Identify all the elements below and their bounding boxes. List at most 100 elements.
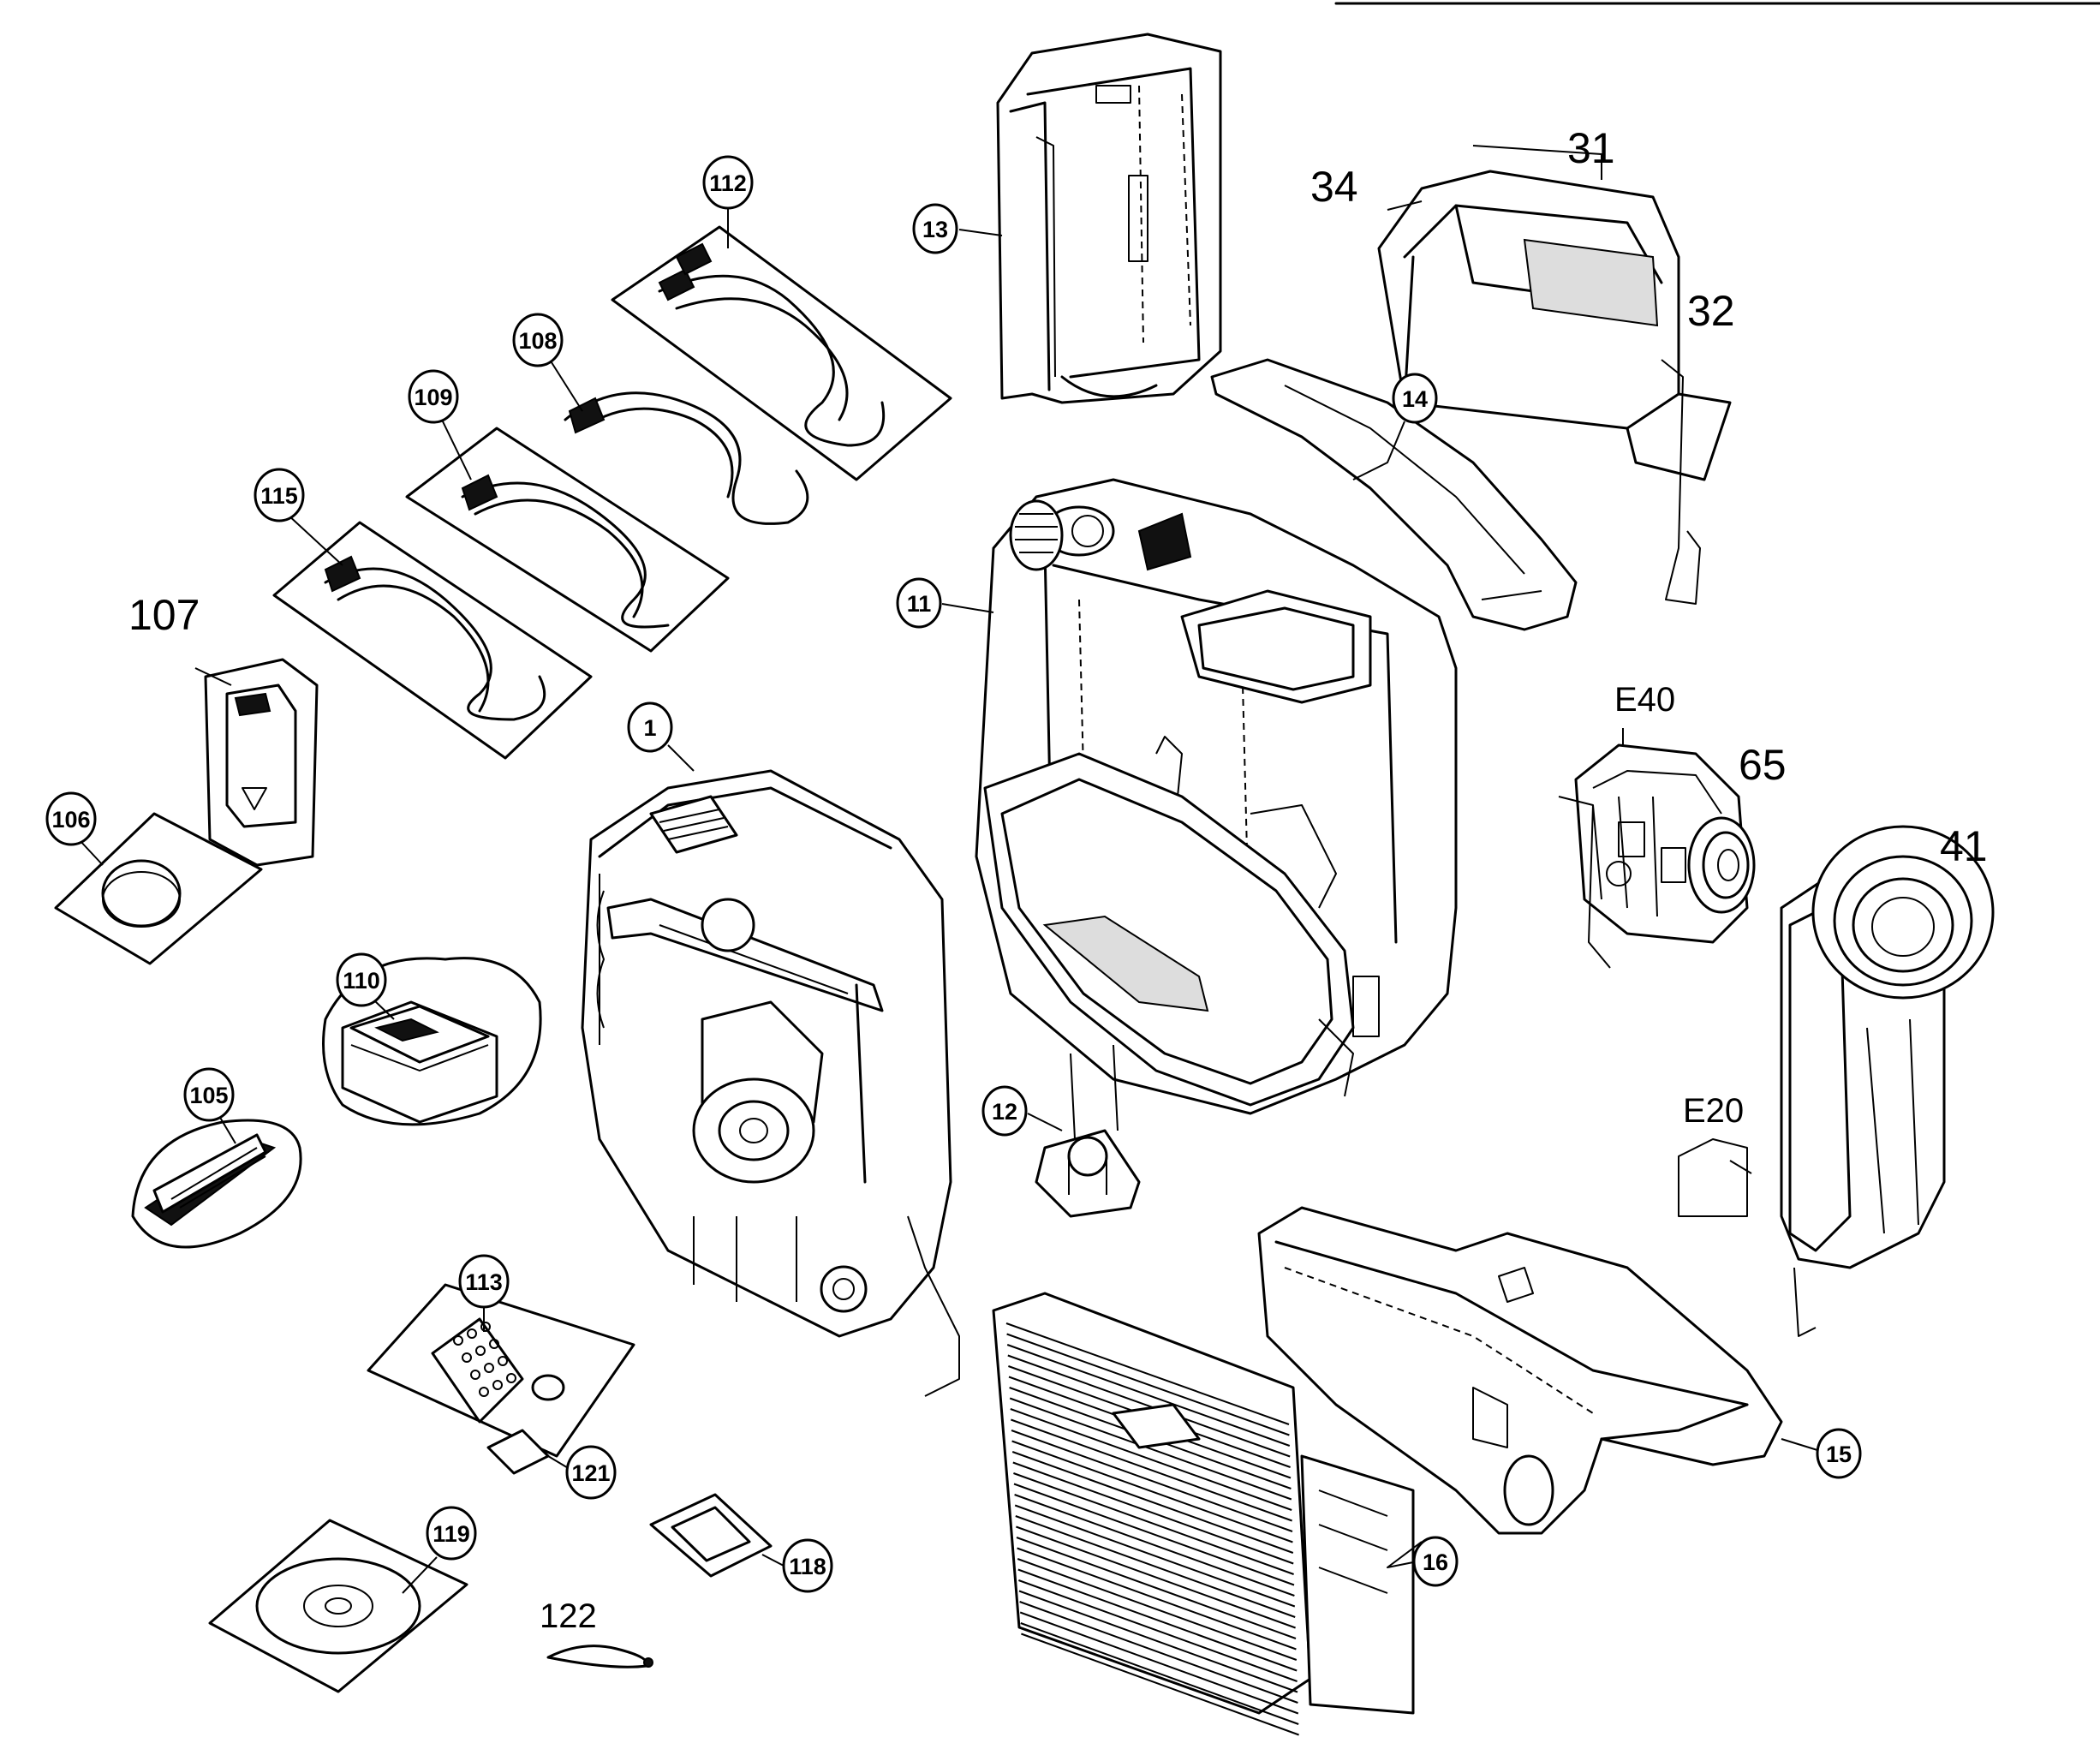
label-31: 31 xyxy=(1567,124,1615,172)
accessory-108-cable xyxy=(564,391,809,525)
callout-118: 118 xyxy=(782,1538,833,1593)
label-107: 107 xyxy=(128,591,200,639)
accessory-118-memory-card xyxy=(649,1493,773,1578)
label-E20: E20 xyxy=(1683,1092,1744,1130)
callout-13-label: 13 xyxy=(922,217,948,242)
callout-113: 113 xyxy=(458,1254,510,1309)
remote-key xyxy=(489,1339,499,1349)
part-41-front-cover xyxy=(1678,825,1995,1337)
label-E40: E40 xyxy=(1614,681,1675,719)
remote-key xyxy=(475,1346,486,1356)
remote-key xyxy=(480,1322,491,1332)
accessory-110-charger xyxy=(322,957,542,1126)
label-32: 32 xyxy=(1687,287,1735,335)
grille-slat xyxy=(1014,1494,1295,1597)
callout-110: 110 xyxy=(336,952,387,1007)
accessory-115-cable xyxy=(272,521,593,760)
callout-11-label: 11 xyxy=(907,591,932,617)
callout-13: 13 xyxy=(912,203,958,254)
callout-14-label: 14 xyxy=(1402,386,1428,412)
grille-slat xyxy=(1011,1451,1294,1554)
accessory-106-coin-battery xyxy=(54,812,263,965)
callout-110-label: 110 xyxy=(343,968,380,994)
accessory-119-cd xyxy=(208,1519,468,1693)
grille-slat xyxy=(1017,1558,1298,1661)
grille-slat xyxy=(1019,1611,1299,1715)
accessory-113-remote xyxy=(367,1283,635,1475)
grille-slat xyxy=(1006,1344,1291,1447)
callout-layer: 13 14 11 1 12 15 16 112 108 109 115 106 … xyxy=(45,155,1862,1593)
grille-slat xyxy=(1012,1461,1294,1565)
grille-slat xyxy=(1016,1525,1296,1629)
callout-109: 109 xyxy=(408,369,459,424)
label-122: 122 xyxy=(540,1597,597,1635)
callout-15: 15 xyxy=(1816,1428,1862,1479)
grille-slat xyxy=(1013,1483,1295,1586)
remote-key xyxy=(498,1356,508,1366)
label-41: 41 xyxy=(1940,822,1988,870)
callout-121-label: 121 xyxy=(571,1460,610,1486)
callout-109-label: 109 xyxy=(414,385,452,410)
grille-slat xyxy=(1019,1601,1298,1704)
label-65: 65 xyxy=(1739,741,1787,789)
part-11-main-body xyxy=(975,478,1458,1115)
part-16-grille-panel xyxy=(992,1292,1415,1736)
grille-slat xyxy=(1017,1568,1298,1672)
accessory-105-strap xyxy=(131,1119,302,1249)
grille-slat xyxy=(1014,1504,1296,1608)
part-13-rear-panel xyxy=(996,33,1222,404)
callout-105-label: 105 xyxy=(189,1083,228,1108)
remote-key xyxy=(479,1387,489,1397)
callout-16-label: 16 xyxy=(1423,1549,1448,1575)
callout-16: 16 xyxy=(1412,1536,1459,1587)
callout-1: 1 xyxy=(627,701,673,753)
callout-14: 14 xyxy=(1392,373,1438,424)
callout-118-label: 118 xyxy=(789,1554,826,1579)
part-15-side-cover xyxy=(1257,1206,1783,1535)
handwritten-labels: 107 31 34 32 E40 65 41 E20 122 xyxy=(128,124,1988,1635)
accessory-122-cord xyxy=(546,1645,653,1668)
remote-key xyxy=(467,1328,477,1339)
grille-slat xyxy=(1011,1418,1292,1522)
callout-15-label: 15 xyxy=(1826,1442,1852,1467)
callout-1-label: 1 xyxy=(643,715,656,741)
grille-slat xyxy=(1018,1579,1298,1682)
part-65-lens-unit xyxy=(1558,743,1756,969)
callout-11: 11 xyxy=(896,577,942,629)
grille-slat xyxy=(1015,1515,1296,1618)
callout-106: 106 xyxy=(45,791,97,846)
remote-key xyxy=(462,1352,472,1363)
grille-slat xyxy=(1017,1547,1297,1651)
grille-slat xyxy=(1011,1440,1293,1543)
accessory-109-cable xyxy=(405,427,730,653)
remote-key xyxy=(484,1363,494,1373)
label-34: 34 xyxy=(1310,163,1358,211)
remote-keys xyxy=(453,1322,516,1397)
callout-119-label: 119 xyxy=(433,1521,470,1547)
grille-slat xyxy=(1010,1408,1292,1511)
callout-113-label: 113 xyxy=(465,1269,503,1295)
grille-lines xyxy=(1005,1322,1299,1736)
grille-slat xyxy=(1009,1397,1292,1501)
callout-112-label: 112 xyxy=(709,170,747,196)
grille-slat xyxy=(1016,1537,1297,1639)
part-12-bracket xyxy=(1035,1044,1141,1218)
callout-105: 105 xyxy=(183,1067,235,1122)
grille-slat xyxy=(1005,1322,1290,1425)
remote-key xyxy=(506,1373,516,1383)
callout-106-label: 106 xyxy=(51,807,90,833)
grille-slat xyxy=(1007,1354,1291,1458)
callout-108-label: 108 xyxy=(518,328,557,354)
grille-slat xyxy=(1021,1633,1299,1736)
grille-slat xyxy=(1006,1333,1290,1436)
grille-slat xyxy=(1013,1472,1294,1575)
leader-lines xyxy=(78,204,1818,1594)
callout-115: 115 xyxy=(254,468,305,522)
part-1-mechanism xyxy=(581,769,960,1397)
accessory-112-av-cable xyxy=(611,225,952,481)
grille-slat xyxy=(1018,1590,1298,1693)
callout-112: 112 xyxy=(702,155,754,210)
remote-key xyxy=(470,1370,480,1380)
remote-key xyxy=(492,1380,503,1390)
